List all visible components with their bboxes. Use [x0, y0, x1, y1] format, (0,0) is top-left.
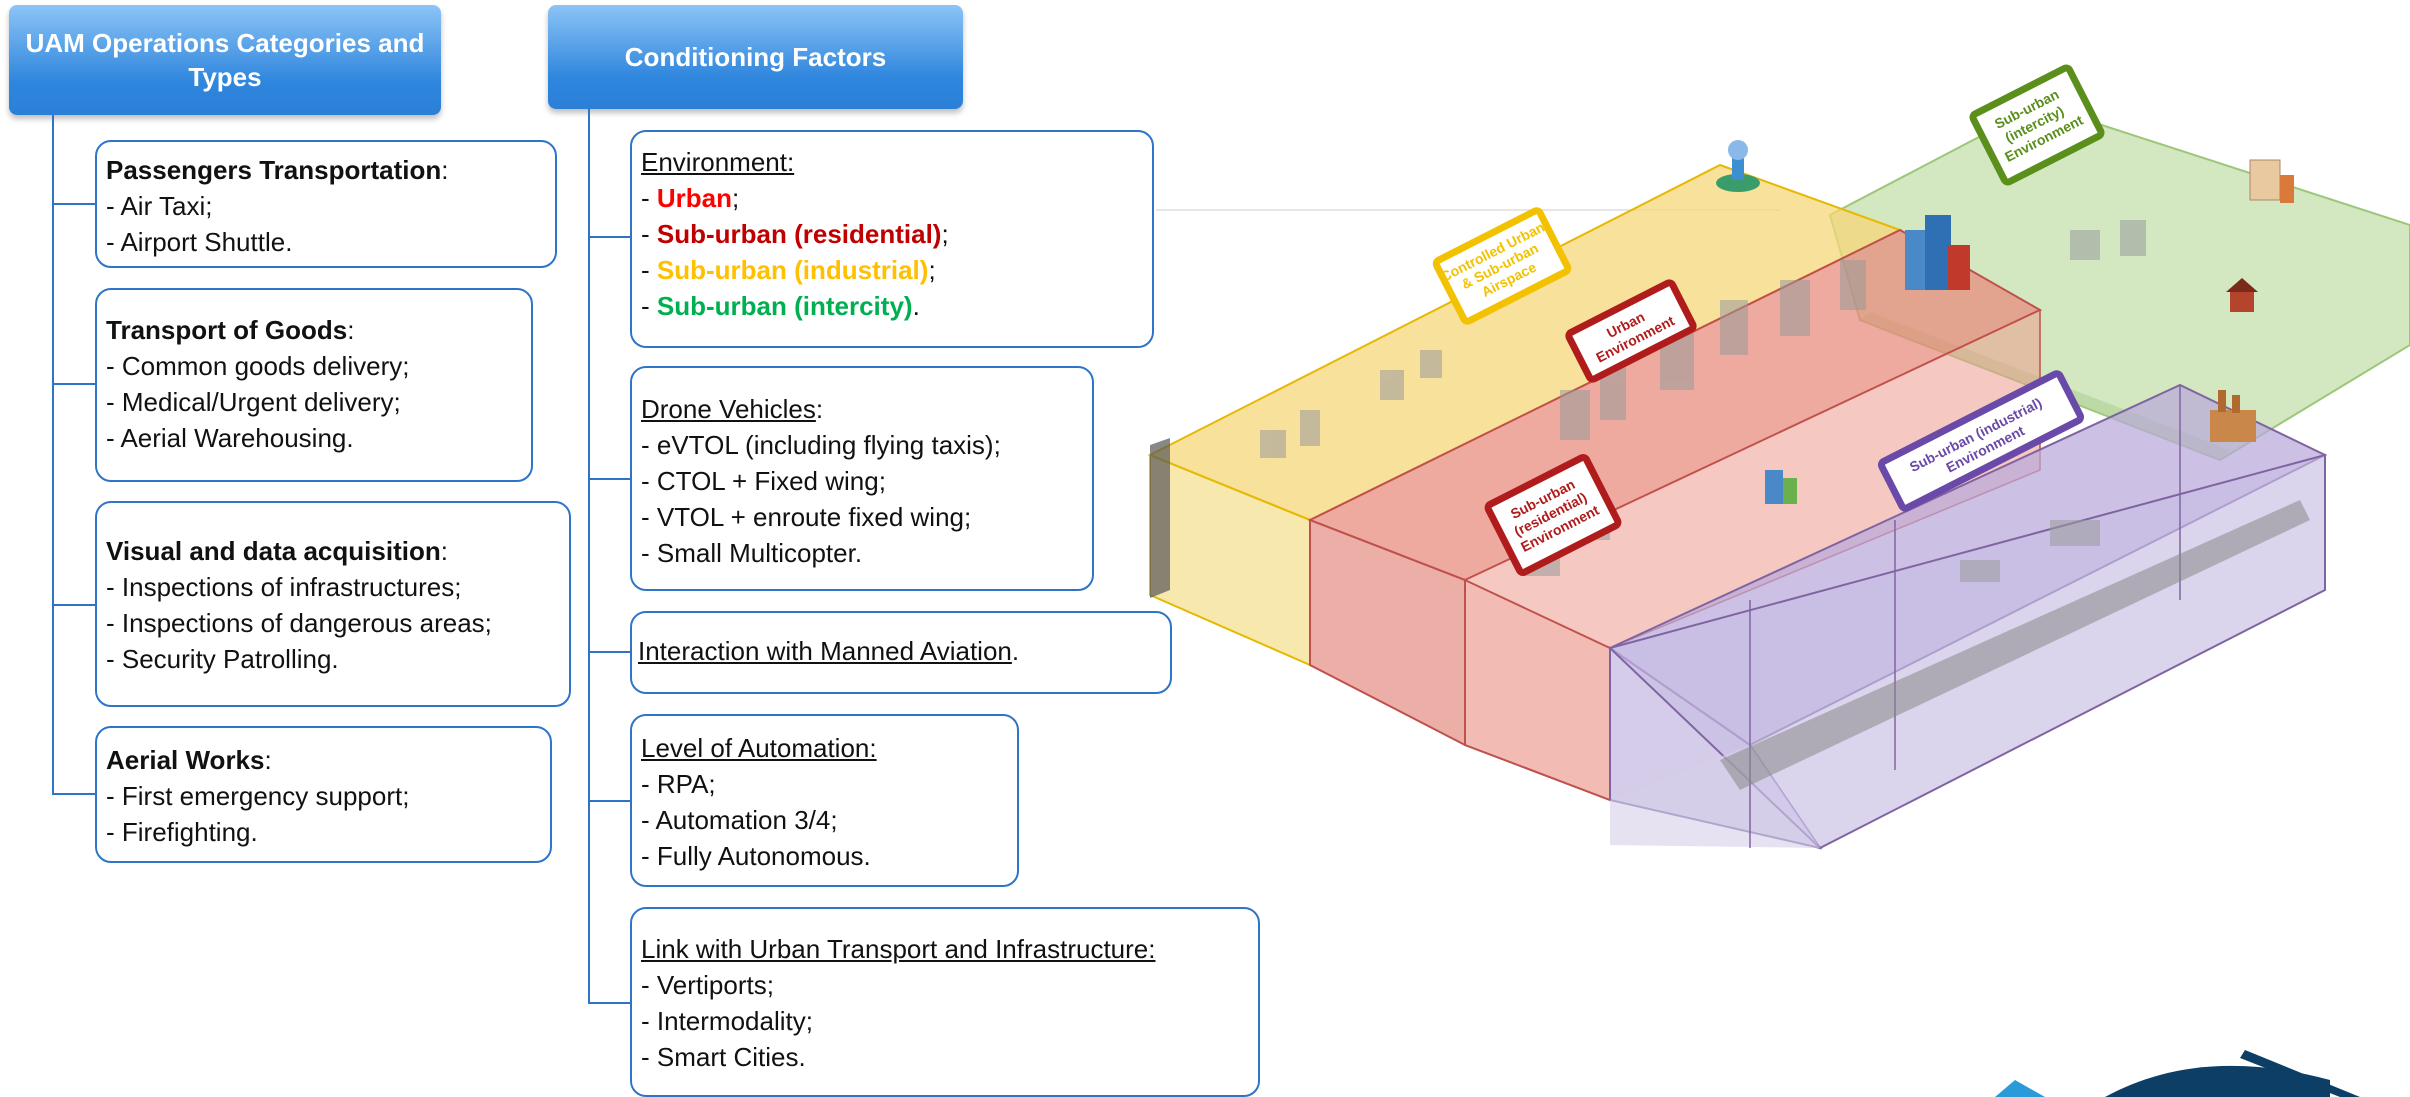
box-title: Environment:	[641, 147, 795, 177]
label-urban-environment: Urban Environment	[1565, 279, 1697, 383]
list-item: - VTOL + enroute fixed wing;	[641, 502, 972, 532]
skyscrapers-icon	[1905, 215, 1970, 290]
group-title: Transport of Goods	[106, 315, 348, 345]
factory-icon	[2210, 390, 2256, 442]
label-residential-environment: Sub-urban (residential) Environment	[1484, 454, 1622, 576]
env-suburban-residential: Sub-urban (residential)	[656, 219, 942, 249]
uam-operations-header: UAM Operations Categories and Types	[9, 5, 441, 115]
label-industrial-environment: Sub-urban (industrial) Environment	[1877, 370, 2085, 512]
list-item: - Firefighting.	[106, 817, 258, 847]
visual-data-acquisition-box: Visual and data acquisition: - Inspectio…	[95, 501, 571, 707]
box-title: Level of Automation:	[641, 733, 877, 763]
conditioning-factors-header: Conditioning Factors	[548, 5, 963, 109]
list-item: - Aerial Warehousing.	[106, 423, 354, 453]
list-item: - Inspections of dangerous areas;	[106, 608, 492, 638]
list-item: - Air Taxi;	[106, 191, 213, 221]
label-intercity-environment: Sub-urban (intercity) Environment	[1969, 64, 2105, 186]
residential-building-icon	[1765, 470, 1797, 504]
list-item: - RPA;	[641, 769, 716, 799]
list-item: - eVTOL (including flying taxis);	[641, 430, 1001, 460]
list-item: - Vertiports;	[641, 970, 774, 1000]
left-connector-3	[52, 604, 96, 606]
list-item: - Smart Cities.	[641, 1042, 806, 1072]
list-item: - Common goods delivery;	[106, 351, 410, 381]
list-item: - Small Multicopter.	[641, 538, 863, 568]
list-item: - Inspections of infrastructures;	[106, 572, 462, 602]
env-urban: Urban	[656, 183, 733, 213]
right-connector-1	[588, 236, 631, 238]
house-icon	[2226, 278, 2258, 312]
automation-box: Level of Automation: - RPA; - Automation…	[630, 714, 1019, 887]
list-item: - First emergency support;	[106, 781, 410, 811]
list-item: - Automation 3/4;	[641, 805, 838, 835]
box-title: Interaction with Manned Aviation	[638, 636, 1012, 666]
right-connector-3	[588, 651, 631, 653]
aerial-works-box: Aerial Works: - First emergency support;…	[95, 726, 552, 863]
env-suburban-intercity: Sub-urban (intercity)	[656, 291, 913, 321]
group-title: Visual and data acquisition	[106, 536, 441, 566]
manned-aviation-box: Interaction with Manned Aviation.	[630, 611, 1172, 694]
left-connector-1	[52, 203, 96, 205]
hotel-icon	[2249, 159, 2294, 203]
partial-logo	[1995, 1050, 2360, 1097]
list-item: - Security Patrolling.	[106, 644, 339, 674]
box-title: Link with Urban Transport and Infrastruc…	[641, 934, 1156, 964]
left-connector-vertical	[52, 115, 54, 795]
right-connector-5	[588, 1002, 631, 1004]
environment-box: Environment: - Urban; - Sub-urban (resid…	[630, 130, 1154, 348]
box-title: Drone Vehicles	[641, 394, 816, 424]
group-title: Passengers Transportation	[106, 155, 442, 185]
right-connector-vertical	[588, 109, 590, 1004]
label-controlled-airspace: Controlled Urban & Sub-urban Airspace	[1432, 207, 1572, 325]
list-item: - Intermodality;	[641, 1006, 813, 1036]
control-tower-icon	[1716, 140, 1760, 192]
list-item: - Medical/Urgent delivery;	[106, 387, 401, 417]
env-suburban-industrial: Sub-urban (industrial)	[656, 255, 929, 285]
group-title: Aerial Works	[106, 745, 265, 775]
drone-vehicles-box: Drone Vehicles: - eVTOL (including flyin…	[630, 366, 1094, 591]
right-connector-2	[588, 478, 631, 480]
left-connector-4	[52, 793, 96, 795]
left-connector-2	[52, 383, 96, 385]
urban-transport-box: Link with Urban Transport and Infrastruc…	[630, 907, 1260, 1097]
transport-of-goods-box: Transport of Goods: - Common goods deliv…	[95, 288, 533, 482]
list-item: - CTOL + Fixed wing;	[641, 466, 886, 496]
list-item: - Airport Shuttle.	[106, 227, 293, 257]
list-item: - Fully Autonomous.	[641, 841, 871, 871]
right-connector-4	[588, 800, 631, 802]
passengers-transportation-box: Passengers Transportation: - Air Taxi; -…	[95, 140, 557, 268]
